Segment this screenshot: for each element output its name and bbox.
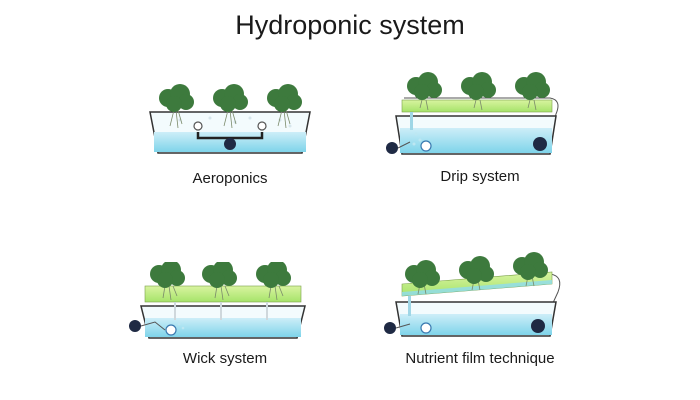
roots [169, 109, 291, 129]
diagram-title: Hydroponic system [235, 10, 465, 40]
wicks [174, 302, 268, 320]
mister-left [193, 121, 203, 131]
pump-icon [533, 137, 547, 151]
air-pump-icon [386, 142, 398, 154]
plant-icon [159, 84, 194, 112]
wick-system-illustration [129, 262, 306, 339]
plant-icon [150, 262, 185, 288]
nft-illustration [384, 252, 561, 337]
pump-icon [531, 319, 545, 333]
pump-icon [224, 138, 236, 150]
grow-bed [144, 285, 302, 303]
wick-system-label: Wick system [182, 350, 268, 367]
plant-icon [202, 262, 237, 288]
aeroponics-illustration [149, 84, 311, 154]
grow-bed [401, 99, 553, 113]
air-stone-icon [165, 324, 177, 336]
supply-line [545, 273, 561, 319]
nutrient-water [145, 318, 301, 337]
drip-system-label: Drip system [440, 168, 520, 185]
nft-label: Nutrient film technique [405, 350, 555, 367]
air-pump-icon [384, 322, 396, 334]
mister-right [257, 121, 267, 131]
nft-panel [380, 250, 580, 340]
return-pipe [408, 296, 411, 316]
plant-icon [459, 256, 494, 284]
air-stone-icon [420, 322, 432, 334]
air-stone-icon [420, 140, 432, 152]
wick-system-panel [125, 262, 315, 342]
return-pipe [410, 112, 413, 130]
aeroponics-label: Aeroponics [192, 170, 268, 187]
plant-icon [256, 262, 291, 288]
air-pump-icon [129, 320, 141, 332]
plant-icon [267, 84, 302, 112]
drip-line [404, 97, 559, 135]
plant-icon [515, 72, 550, 100]
plant-icon [407, 72, 442, 100]
plant-icon [213, 84, 248, 112]
roots [162, 285, 284, 301]
plant-icon [405, 260, 440, 288]
plant-icon [513, 252, 548, 280]
drip-system-panel [380, 70, 580, 160]
plant-icon [461, 72, 496, 100]
aeroponics-panel [140, 80, 320, 160]
drip-system-illustration [386, 72, 559, 155]
roots [419, 99, 537, 111]
nutrient-water [400, 314, 552, 335]
